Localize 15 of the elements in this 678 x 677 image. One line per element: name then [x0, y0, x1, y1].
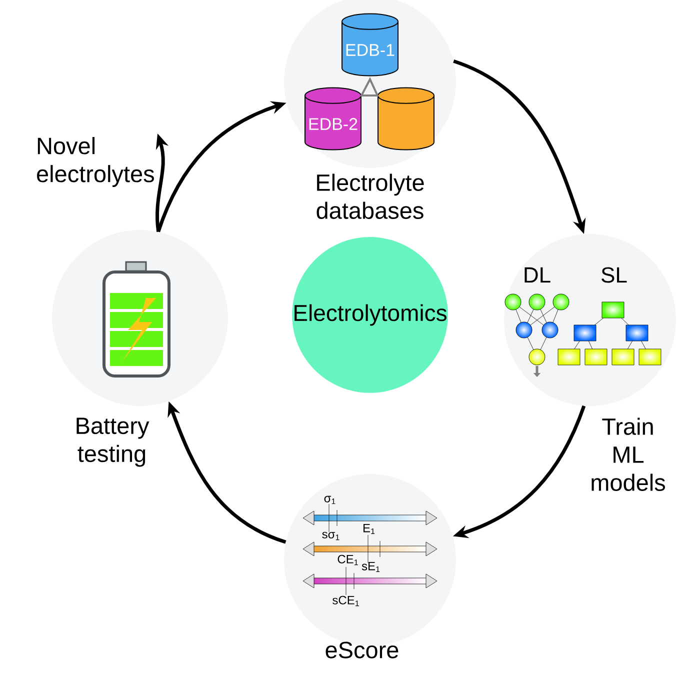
score-label: sσ$_{1}$ — [322, 532, 340, 540]
node-label: Electrolyte databases — [316, 174, 424, 219]
label-text: SL — [602, 267, 627, 283]
node-label: Train ML models — [592, 418, 666, 491]
database-cylinder: EDB-1 — [342, 13, 398, 76]
label-text: DL — [524, 267, 550, 283]
score-label: sE$_{1}$ — [362, 562, 380, 572]
outcome-text: Novel electrolytes — [37, 137, 154, 187]
score-label: E$_{1}$ — [364, 524, 375, 534]
score-label: σ$_{1}$ — [324, 496, 336, 504]
database-cylinder — [378, 87, 434, 150]
score-label: sCE$_{1}$ — [332, 596, 359, 606]
node-label: Battery testing — [76, 418, 150, 467]
score-label: CE$_{1}$ — [338, 554, 358, 566]
database-cylinder: EDB-2 — [304, 87, 362, 150]
